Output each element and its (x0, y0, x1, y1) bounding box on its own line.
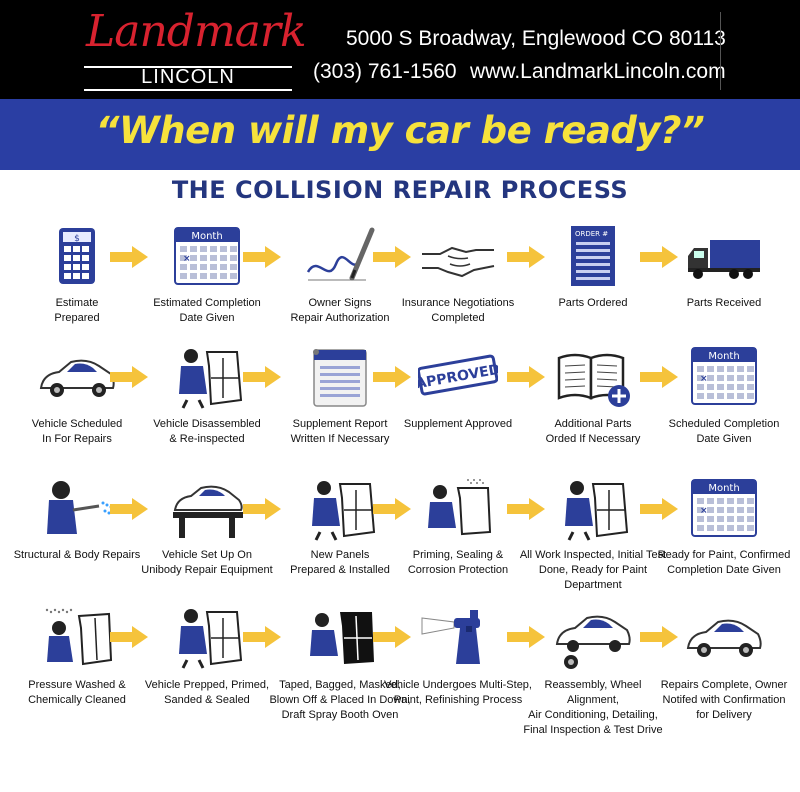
process-step-label: Supplement Report Written If Necessary (290, 418, 390, 445)
order-document-icon: ORDER # (553, 224, 633, 290)
mechanic-door-icon (167, 344, 247, 410)
process-step-label: Parts Ordered (558, 297, 628, 309)
process-step-label: Supplement Approved (403, 418, 513, 430)
flow-arrow-icon (243, 498, 281, 520)
process-step-label: Ready for Paint, Confirmed Completion Da… (657, 549, 791, 576)
masked-door-icon (300, 604, 380, 670)
flow-arrow-icon (640, 498, 678, 520)
report-clipboard-icon (300, 344, 380, 410)
logo-rule-top (84, 66, 292, 68)
process-step-label: Owner Signs Repair Authorization (290, 297, 390, 324)
flow-arrow-icon (507, 366, 545, 388)
mechanic-door-icon (553, 476, 633, 542)
process-step-label: Estimate Prepared (54, 297, 100, 324)
flow-arrow-icon (243, 246, 281, 268)
flow-arrow-icon (373, 498, 411, 520)
book-plus-icon (553, 344, 633, 410)
process-step-label: Insurance Negotiations Completed (401, 297, 515, 324)
process-step-label: Vehicle Undergoes Multi-Step, Paint, Ref… (384, 679, 532, 706)
pressure-wash-icon (37, 604, 117, 670)
flow-arrow-icon (373, 626, 411, 648)
svg-text:Month: Month (191, 231, 222, 242)
flow-arrow-icon (640, 366, 678, 388)
process-step-label: New Panels Prepared & Installed (290, 549, 390, 576)
flow-arrow-icon (507, 498, 545, 520)
approved-stamp-icon: APPROVED (414, 344, 502, 410)
logo-brand-text: LINCOLN (141, 66, 235, 88)
process-step-label: Pressure Washed & Chemically Cleaned (28, 679, 126, 706)
process-step-label: Parts Received (686, 297, 762, 309)
dealer-website-link[interactable]: www.LandmarkLincoln.com (470, 60, 726, 83)
process-step-label: Estimated Completion Date Given (153, 297, 261, 324)
svg-text:$: $ (74, 234, 80, 244)
svg-text:Month: Month (708, 351, 739, 362)
handshake-icon (418, 224, 498, 290)
process-step-label: Vehicle Scheduled In For Repairs (31, 418, 123, 445)
header-divider (720, 12, 721, 90)
svg-text:Month: Month (708, 483, 739, 494)
car-icon (684, 604, 764, 670)
svg-text:×: × (700, 374, 708, 384)
flow-arrow-icon (373, 246, 411, 268)
process-step-label: Priming, Sealing & Corrosion Protection (407, 549, 509, 576)
flow-arrow-icon (110, 498, 148, 520)
calendar-icon: Month × (684, 344, 764, 410)
car-with-wheel-icon (553, 604, 633, 670)
process-title: THE COLLISION REPAIR PROCESS (171, 176, 629, 204)
spray-gun-icon (418, 604, 498, 670)
flow-arrow-icon (640, 246, 678, 268)
logo-script-text: Landmark (86, 6, 307, 57)
calendar-icon: Month × (167, 224, 247, 290)
svg-text:×: × (183, 254, 191, 264)
delivery-truck-icon (684, 224, 764, 290)
process-step-label: Scheduled Completion Date Given (668, 418, 780, 445)
logo-rule-bottom (84, 89, 292, 91)
headline-band (0, 99, 800, 170)
calculator-icon: $ (37, 224, 117, 290)
flow-arrow-icon (110, 366, 148, 388)
flow-arrow-icon (640, 626, 678, 648)
landmark-lincoln-logo[interactable]: Landmark LINCOLN (78, 6, 307, 92)
process-step-label: Taped, Bagged, Masked, Blown Off & Place… (269, 679, 411, 721)
spray-mechanic-icon (418, 476, 498, 542)
flow-arrow-icon (110, 246, 148, 268)
process-step-label: Repairs Complete, Owner Notifed with Con… (660, 679, 788, 721)
headline: “When will my car be ready?” (95, 109, 705, 152)
calendar-icon: Month × (684, 476, 764, 542)
svg-text:ORDER #: ORDER # (575, 230, 608, 238)
welder-icon (37, 476, 117, 542)
svg-text:×: × (700, 506, 708, 516)
process-step-label: All Work Inspected, Initial Test Done, R… (519, 549, 667, 591)
flow-arrow-icon (507, 626, 545, 648)
flow-arrow-icon (507, 246, 545, 268)
process-step-label: Vehicle Prepped, Primed, Sanded & Sealed (144, 679, 270, 706)
process-step-label: Reassembly, Wheel Alignment, Air Conditi… (523, 679, 663, 736)
flow-arrow-icon (243, 366, 281, 388)
flow-arrow-icon (373, 366, 411, 388)
dealer-address: 5000 S Broadway, Englewood CO 80113 (346, 27, 726, 50)
flow-arrow-icon (243, 626, 281, 648)
header-bar: Landmark LINCOLN 5000 S Broadway, Englew… (0, 0, 800, 99)
dealer-phone[interactable]: (303) 761-1560 (313, 60, 457, 83)
car-icon (37, 344, 117, 410)
flow-arrow-icon (110, 626, 148, 648)
process-step-label: Vehicle Set Up On Unibody Repair Equipme… (141, 549, 273, 576)
car-on-frame-rack-icon (167, 476, 247, 542)
process-step-label: Additional Parts Orded If Necessary (545, 418, 641, 445)
signature-pen-icon (300, 224, 380, 290)
process-step-label: Vehicle Disassembled & Re-inspected (153, 418, 261, 445)
mechanic-door-icon (300, 476, 380, 542)
process-step-label: Structural & Body Repairs (13, 549, 141, 561)
mechanic-door-icon (167, 604, 247, 670)
